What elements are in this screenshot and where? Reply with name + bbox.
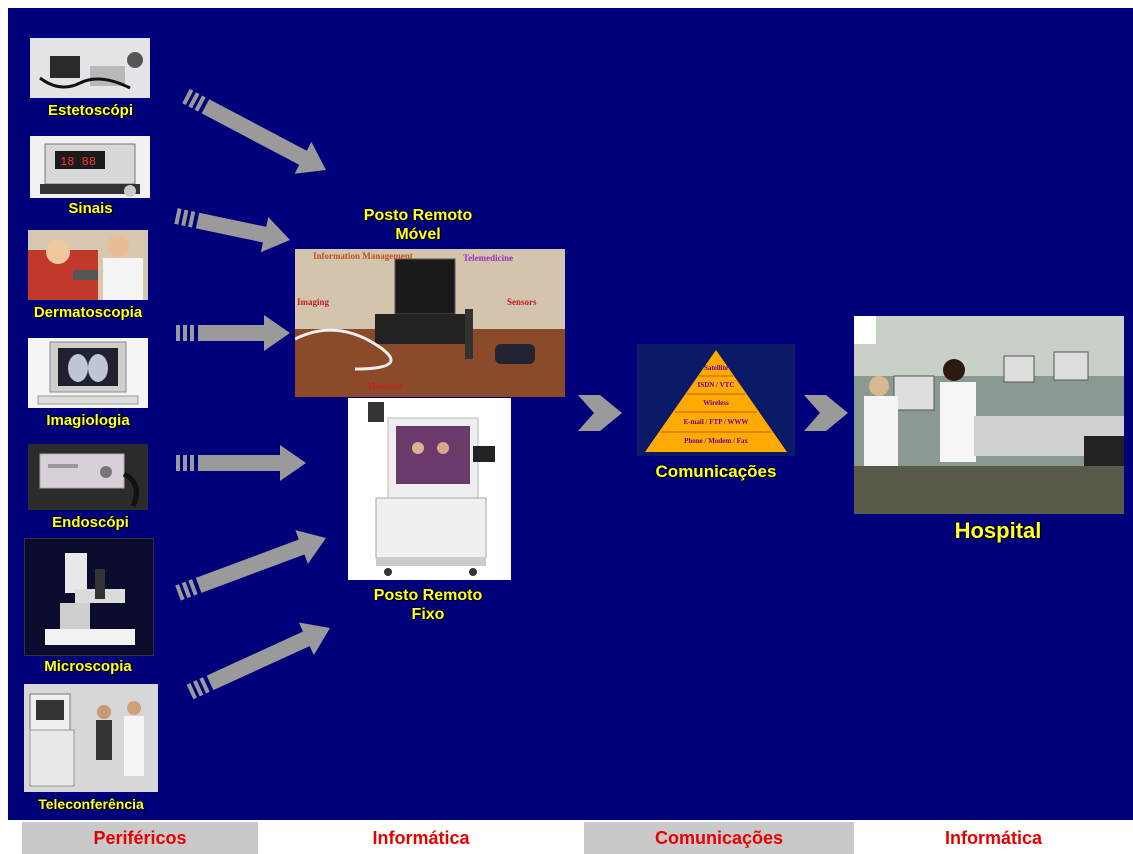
telemedicine-slide: Estetoscópi 18 88 Sinais Dermatoscopia I…: [8, 8, 1133, 820]
fixed-station-title-line2: Fixo: [411, 606, 445, 623]
annotation-sensors: Sensors: [507, 297, 537, 307]
dermatoscopy-photo: [28, 230, 148, 300]
arrow-estetoscopi: [182, 88, 326, 174]
endoscope-photo: [28, 444, 148, 510]
category-informatica-2: Informática: [854, 822, 1133, 854]
category-perifericos: Periféricos: [22, 822, 258, 854]
pyramid-layer-isdn: ISDN / VTC: [697, 381, 735, 389]
stethoscope-photo: [30, 38, 150, 98]
annotation-imaging: Imaging: [297, 297, 330, 307]
category-bar: Periféricos Informática Comunicações Inf…: [22, 822, 1133, 854]
pyramid-layer-satellite: Satellite: [703, 364, 729, 372]
pyramid-layer-phone: Phone / Modem / Fax: [684, 437, 748, 445]
arrow-to-communications: [578, 395, 622, 431]
arrow-dermatoscopia: [176, 315, 290, 351]
vital-signs-monitor-photo: 18 88: [30, 136, 150, 198]
category-comunicacoes: Comunicações: [584, 822, 854, 854]
mobile-station-title-line1: Posto Remoto: [363, 207, 473, 224]
svg-text:18 88: 18 88: [60, 155, 96, 169]
peripheral-label-microscopia: Microscopia: [44, 658, 132, 675]
fixed-station-photo: [348, 398, 511, 580]
peripheral-label-estetoscopi: Estetoscópi: [47, 102, 134, 119]
peripheral-label-dermatoscopia: Dermatoscopia: [33, 304, 143, 321]
peripheral-label-sinais: Sinais: [68, 200, 113, 217]
arrow-to-hospital: [804, 395, 848, 431]
fixed-station-title-line1: Posto Remoto: [373, 587, 483, 604]
microscope-photo: [24, 538, 154, 656]
hospital-label: Hospital: [954, 518, 1042, 543]
arrow-teleconferencia: [186, 622, 331, 700]
peripheral-label-teleconferencia: Teleconferência: [38, 796, 144, 812]
category-informatica-1: Informática: [258, 822, 584, 854]
mobile-station-title-line2: Móvel: [395, 226, 441, 243]
hospital-photo: [854, 316, 1124, 514]
pyramid-layer-wireless: Wireless: [703, 399, 729, 407]
peripheral-label-endoscopi: Endoscópi: [52, 514, 129, 531]
peripheral-label-imagiologia: Imagiologia: [46, 412, 130, 429]
annotation-monitors: Monitors: [367, 381, 403, 391]
communications-pyramid: Satellite ISDN / VTC Wireless E-mail / F…: [637, 344, 795, 456]
pyramid-layer-email: E-mail / FTP / WWW: [683, 418, 749, 426]
annotation-information-management: Information Management: [313, 251, 413, 261]
xray-monitor-photo: [28, 338, 148, 408]
mobile-station-photo: Information Management Telemedicine Imag…: [295, 249, 565, 397]
teleconference-photo: [24, 684, 158, 792]
communications-label: Comunicações: [655, 462, 777, 481]
arrow-endoscopi: [176, 445, 306, 481]
arrow-microscopia: [175, 530, 327, 601]
arrow-sinais: [174, 208, 290, 253]
annotation-telemedicine: Telemedicine: [463, 253, 514, 263]
